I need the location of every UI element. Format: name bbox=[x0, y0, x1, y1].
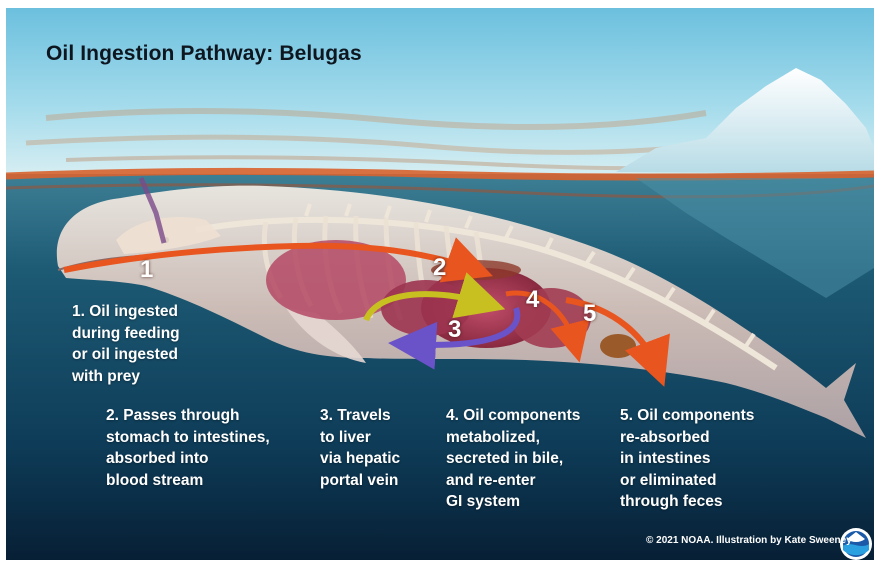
colon bbox=[600, 334, 636, 358]
step-5-caption: 5. Oil components re-absorbed in intesti… bbox=[620, 405, 754, 513]
step-2-caption: 2. Passes through stomach to intestines,… bbox=[106, 405, 270, 491]
illustration: Oil Ingestion Pathway: Belugas 1 2 3 4 5… bbox=[6, 8, 874, 560]
callout-2: 2 bbox=[433, 254, 446, 282]
callout-1: 1 bbox=[140, 256, 153, 284]
step-4-caption: 4. Oil components metabolized, secreted … bbox=[446, 405, 580, 513]
diagram-title: Oil Ingestion Pathway: Belugas bbox=[46, 42, 362, 66]
callout-4: 4 bbox=[526, 286, 539, 314]
callout-5: 5 bbox=[583, 300, 596, 328]
callout-3: 3 bbox=[448, 316, 461, 344]
stomach bbox=[511, 288, 591, 348]
step-1-caption: 1. Oil ingested during feeding or oil in… bbox=[72, 301, 180, 387]
copyright-credit: © 2021 NOAA. Illustration by Kate Sweene… bbox=[646, 535, 852, 546]
step-3-caption: 3. Travels to liver via hepatic portal v… bbox=[320, 405, 400, 491]
